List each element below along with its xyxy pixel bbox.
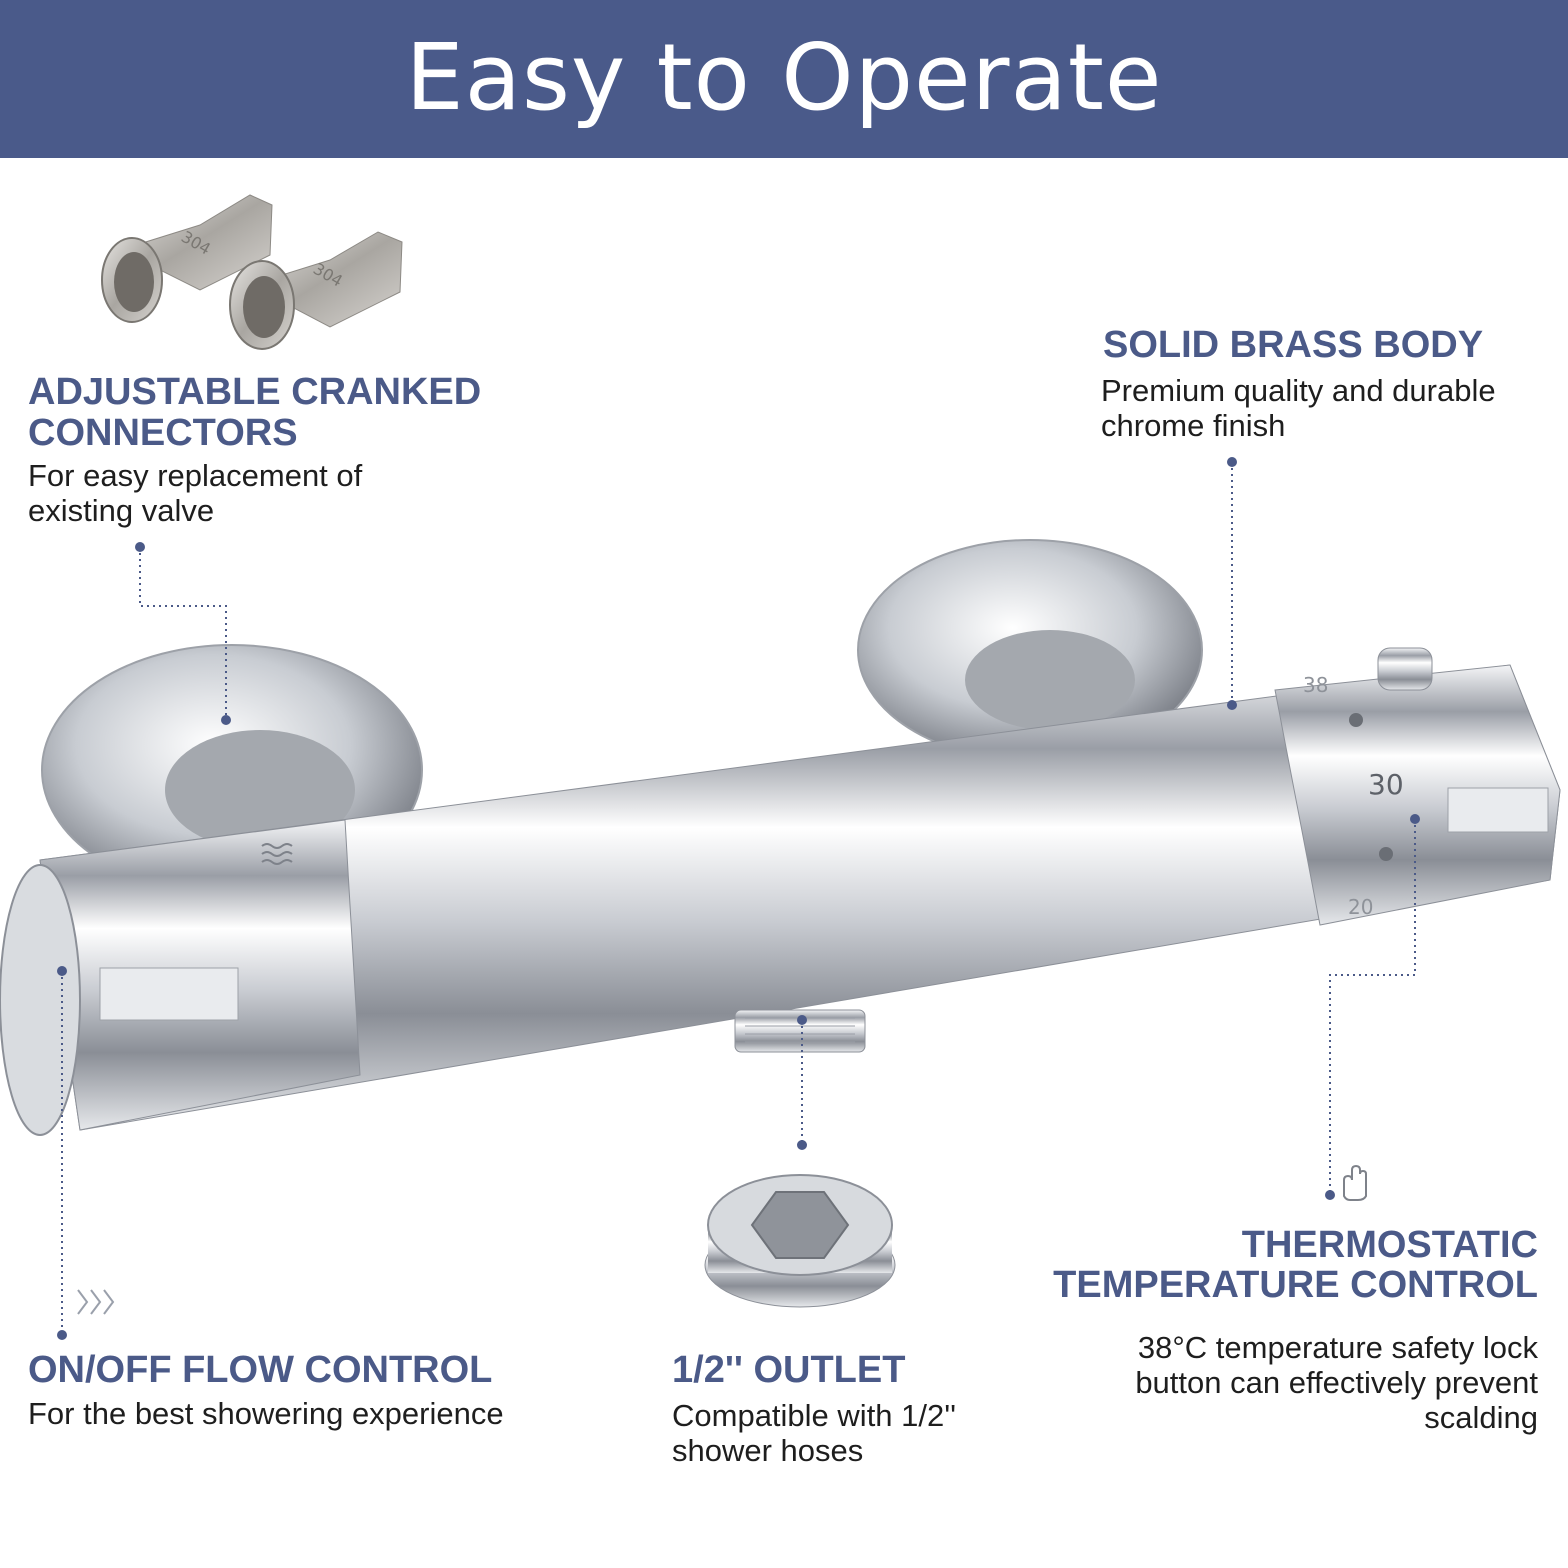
outlet-thread [734,1009,866,1053]
flow-handle [99,967,239,1021]
body-desc-line1: Premium quality and durable [1101,373,1496,408]
connectors-desc-line1: For easy replacement of [28,458,363,493]
thermo-title-line2: TEMPERATURE CONTROL [1053,1264,1538,1306]
connectors-title-line1: ADJUSTABLE CRANKED [28,371,482,413]
thermo-desc-line1: 38°C temperature safety lock [1137,1330,1538,1365]
safety-lock-button [1377,647,1433,691]
dial-mark-20: 20 [1348,895,1373,919]
dial-mark-38: 38 [1303,673,1328,697]
outlet-title: 1/2'' OUTLET [672,1349,906,1391]
chevrons-right-icon [77,1289,115,1315]
flow-title: ON/OFF FLOW CONTROL [28,1349,493,1391]
body-title: SOLID BRASS BODY [1103,324,1484,366]
hand-icon [1343,1164,1367,1201]
outlet-desc-line1: Compatible with 1/2'' [672,1398,957,1433]
cranked-connectors-image: 304 304 [101,194,403,350]
thermo-title-line1: THERMOSTATIC [1241,1224,1538,1266]
callout-leaders [57,457,1420,1340]
thermo-desc-line2: button can effectively prevent [1135,1365,1538,1400]
connectors-title-line2: CONNECTORS [28,412,298,454]
thermo-desc-line3: scalding [1424,1400,1538,1435]
water-waves-icon [261,843,293,865]
valve-body: 38 30 20 [0,647,1561,1136]
body-desc-line2: chrome finish [1101,408,1286,443]
outlet-adapter-image [704,1174,896,1308]
connectors-desc-line2: existing valve [28,493,215,528]
page-title: Easy to Operate [405,24,1163,131]
thermo-handle [1447,787,1549,833]
flow-desc: For the best showering experience [28,1396,504,1431]
title-banner: Easy to Operate [0,0,1568,158]
dial-mark-30: 30 [1368,768,1404,801]
outlet-desc-line2: shower hoses [672,1433,864,1468]
